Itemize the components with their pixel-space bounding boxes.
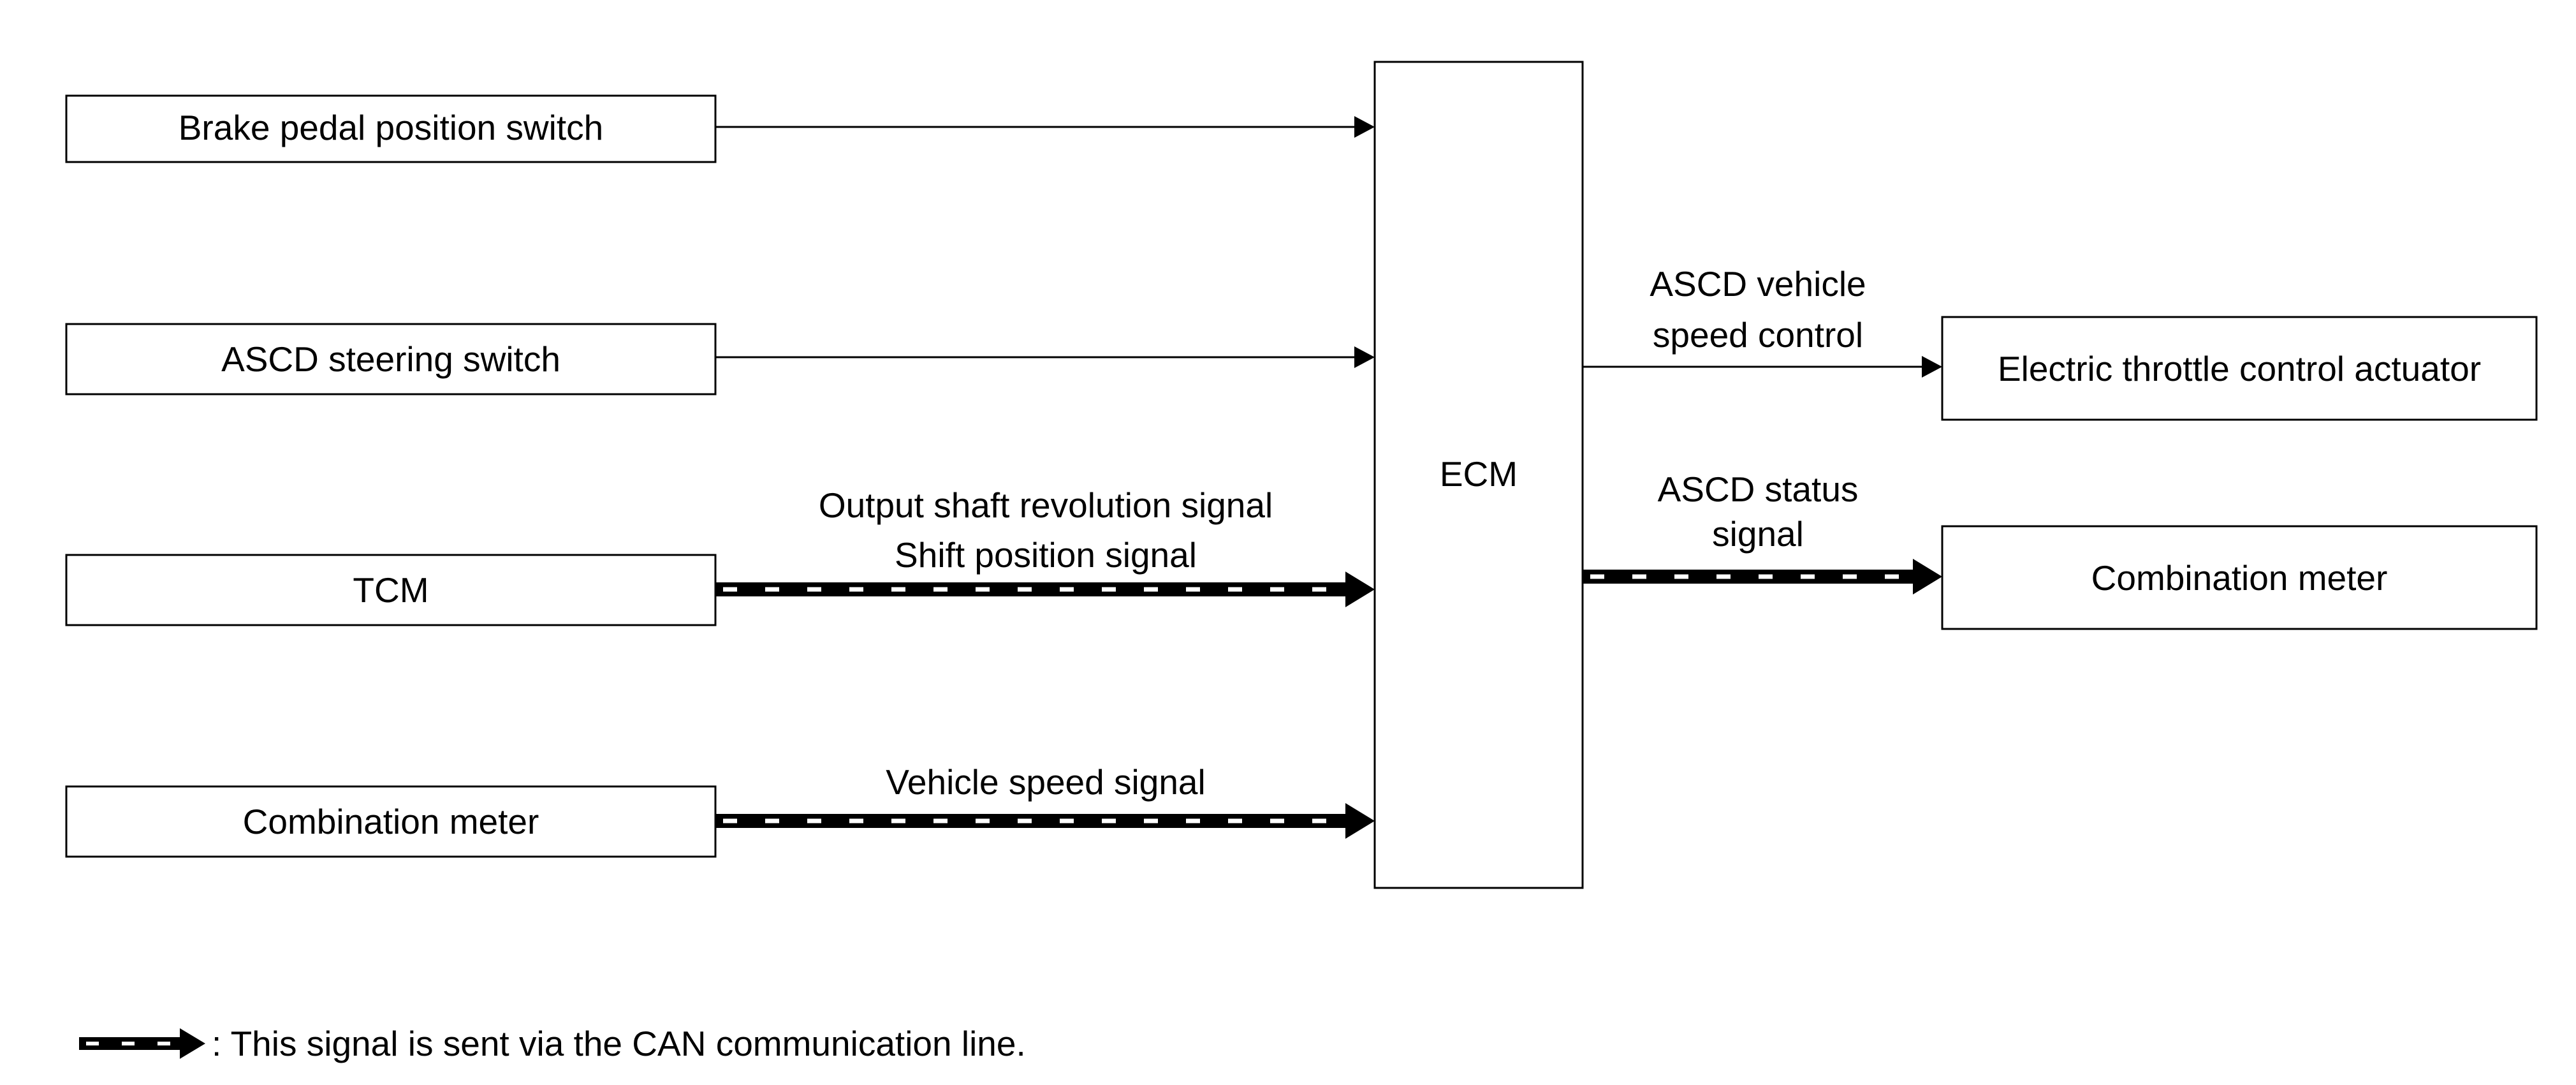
input-combination-meter: Combination meter Vehicle speed signal xyxy=(65,762,1375,858)
output-combination-meter: Combination meter ASCD status signal xyxy=(1583,469,2538,630)
input-brake-pedal-position-switch: Brake pedal position switch xyxy=(65,94,1375,163)
ecm-block: ECM xyxy=(1373,61,1584,889)
signal-label: ASCD vehicle xyxy=(1650,264,1866,304)
can-signal-arrow xyxy=(715,572,1375,607)
output-box-label: Electric throttle control actuator xyxy=(1998,349,2481,388)
signal-arrow xyxy=(1583,356,1942,378)
signal-label: Shift position signal xyxy=(895,535,1197,575)
output-box-label: Combination meter xyxy=(2091,558,2388,598)
signal-arrow xyxy=(715,116,1375,138)
signal-arrow xyxy=(715,346,1375,368)
can-legend-arrow-icon xyxy=(79,1028,205,1059)
input-tcm: TCM Output shaft revolution signal Shift… xyxy=(65,485,1375,626)
legend: : This signal is sent via the CAN commun… xyxy=(79,1024,1026,1063)
signal-label: speed control xyxy=(1653,315,1863,355)
signal-label: ASCD status xyxy=(1658,469,1859,509)
ecm-label: ECM xyxy=(1440,454,1518,494)
input-box-label: Combination meter xyxy=(243,802,539,841)
signal-label: signal xyxy=(1712,514,1804,554)
output-electric-throttle-control-actuator: Electric throttle control actuator ASCD … xyxy=(1583,264,2538,421)
can-signal-arrow xyxy=(715,803,1375,839)
signal-label: Vehicle speed signal xyxy=(886,762,1205,802)
signal-label: Output shaft revolution signal xyxy=(819,485,1273,525)
legend-text: : This signal is sent via the CAN commun… xyxy=(212,1024,1026,1063)
input-box-label: Brake pedal position switch xyxy=(179,108,603,147)
can-signal-arrow xyxy=(1583,559,1942,594)
input-box-label: ASCD steering switch xyxy=(221,339,560,379)
input-box-label: TCM xyxy=(353,570,428,610)
input-ascd-steering-switch: ASCD steering switch xyxy=(65,323,1375,395)
